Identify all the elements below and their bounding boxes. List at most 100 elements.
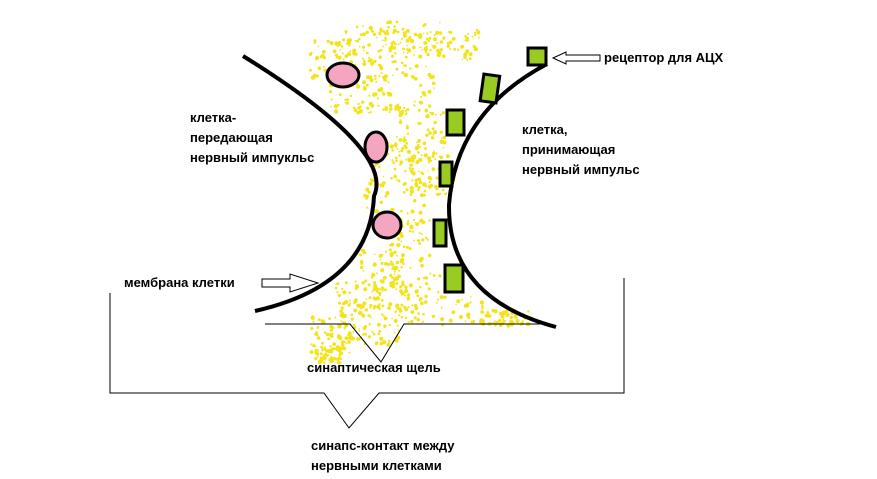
mediator-speck xyxy=(406,44,409,47)
mediator-speck xyxy=(401,27,405,31)
mediator-speck xyxy=(408,229,412,233)
mediator-speck xyxy=(424,294,428,299)
mediator-speck xyxy=(387,306,391,310)
mediator-speck xyxy=(384,33,387,36)
sender-cell-label: клетка- передающая нервный импукльс xyxy=(190,108,314,168)
mediator-speck xyxy=(502,319,506,323)
mediator-speck xyxy=(321,320,324,322)
mediator-speck xyxy=(345,98,349,102)
mediator-speck xyxy=(370,61,375,66)
mediator-speck xyxy=(417,108,421,112)
mediator-speck xyxy=(330,359,333,362)
mediator-speck xyxy=(414,184,418,188)
mediator-speck xyxy=(422,93,427,97)
mediator-speck xyxy=(322,361,326,364)
mediator-speck xyxy=(391,317,393,320)
mediator-speck xyxy=(393,273,396,276)
mediator-speck xyxy=(362,25,364,27)
mediator-speck xyxy=(413,303,418,308)
mediator-speck xyxy=(341,287,344,290)
mediator-speck xyxy=(356,83,359,86)
mediator-speck xyxy=(397,43,400,46)
mediator-speck xyxy=(444,192,448,196)
mediator-speck xyxy=(400,291,405,296)
mediator-speck xyxy=(382,75,386,79)
vesicle xyxy=(363,130,389,164)
mediator-speck xyxy=(339,313,344,318)
mediator-speck xyxy=(344,98,347,101)
mediator-speck xyxy=(328,332,333,337)
mediator-speck xyxy=(363,49,365,52)
mediator-speck xyxy=(432,150,435,152)
mediator-speck xyxy=(375,81,378,83)
mediator-speck xyxy=(401,283,405,287)
mediator-speck xyxy=(365,187,370,192)
mediator-speck xyxy=(439,48,443,52)
mediator-speck xyxy=(334,286,338,290)
mediator-speck xyxy=(421,320,424,323)
mediator-speck xyxy=(400,240,403,243)
mediator-speck xyxy=(401,280,405,284)
mediator-speck xyxy=(368,323,371,326)
mediator-speck xyxy=(438,192,442,196)
receiver-cell-label-line: принимающая xyxy=(522,142,616,157)
mediator-speck xyxy=(339,48,342,51)
mediator-speck xyxy=(345,281,348,285)
mediator-speck xyxy=(376,97,379,100)
mediator-speck xyxy=(417,277,421,281)
mediator-speck xyxy=(390,280,396,286)
mediator-speck xyxy=(395,159,398,163)
mediator-speck xyxy=(349,299,351,302)
mediator-speck xyxy=(425,282,429,286)
mediator-speck xyxy=(392,277,397,282)
mediator-speck xyxy=(308,52,312,57)
mediator-speck xyxy=(362,301,367,306)
mediator-speck xyxy=(358,85,361,88)
mediator-speck xyxy=(381,253,384,256)
mediator-speck xyxy=(393,25,397,28)
mediator-speck xyxy=(341,52,344,55)
mediator-speck xyxy=(364,279,368,283)
mediator-speck xyxy=(368,296,372,300)
mediator-speck xyxy=(391,40,396,45)
mediator-speck xyxy=(329,41,334,46)
mediator-speck xyxy=(347,38,352,43)
synapse-label-line: синапс-контакт между xyxy=(311,438,455,453)
mediator-speck xyxy=(332,347,336,351)
mediator-speck xyxy=(478,37,480,39)
mediator-speck xyxy=(413,32,418,37)
mediator-speck xyxy=(437,291,440,294)
mediator-speck xyxy=(413,104,416,107)
mediator-speck xyxy=(464,35,467,38)
mediator-speck xyxy=(362,32,367,37)
mediator-speck xyxy=(361,313,366,318)
mediator-speck xyxy=(395,145,398,148)
mediator-speck xyxy=(473,46,478,52)
mediator-speck xyxy=(347,333,350,337)
mediator-speck xyxy=(467,312,470,316)
mediator-speck xyxy=(317,66,322,71)
mediator-speck xyxy=(426,32,429,35)
mediator-speck xyxy=(435,176,439,180)
mediator-speck xyxy=(464,52,468,56)
mediator-speck xyxy=(395,288,398,291)
mediator-speck xyxy=(467,33,469,35)
mediator-speck xyxy=(363,287,368,292)
mediator-speck xyxy=(377,49,381,53)
mediator-speck xyxy=(379,258,382,261)
mediator-speck xyxy=(339,309,343,313)
mediator-speck xyxy=(389,260,393,264)
mediator-speck xyxy=(402,245,406,248)
receptor-label: рецептор для АЦХ xyxy=(604,50,724,65)
mediator-speck xyxy=(434,113,437,116)
mediator-speck xyxy=(476,30,481,35)
mediator-speck xyxy=(359,260,364,264)
mediator-speck xyxy=(342,38,346,42)
mediator-speck xyxy=(366,106,370,110)
mediator-speck xyxy=(420,95,423,98)
mediator-speck xyxy=(419,256,424,261)
mediator-speck xyxy=(373,281,377,285)
mediator-speck xyxy=(424,23,427,26)
mediator-speck xyxy=(434,158,437,161)
mediator-speck xyxy=(325,332,330,337)
